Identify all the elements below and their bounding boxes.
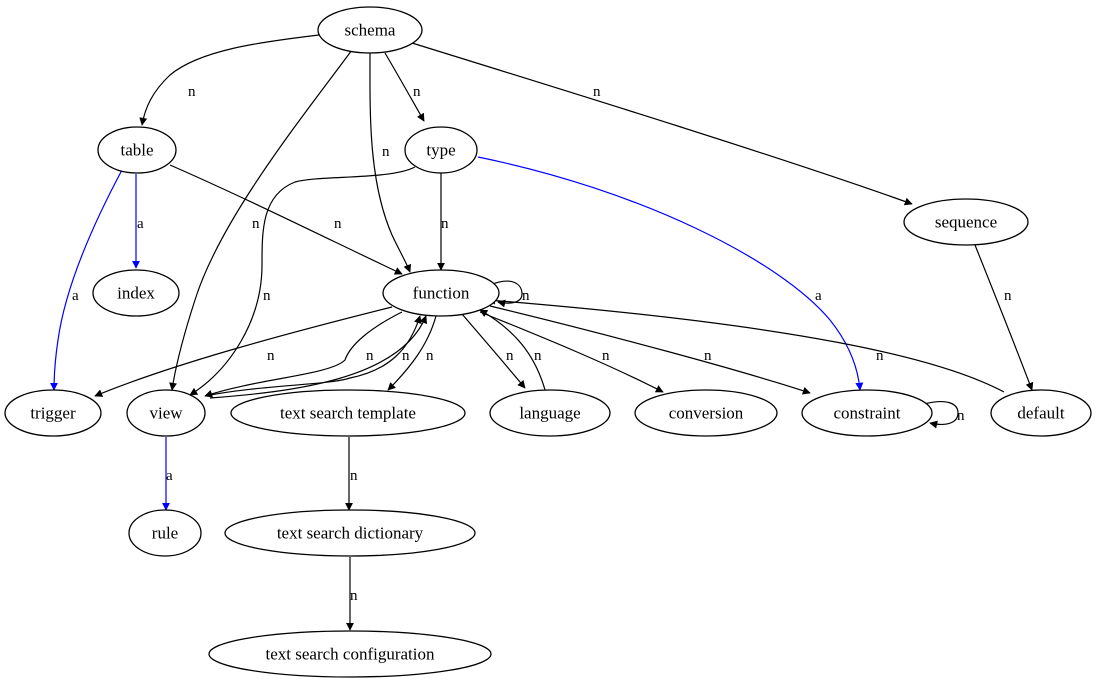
label-dictionary-configuration: n [350, 588, 358, 604]
label-schema-sequence: n [593, 84, 601, 100]
node-text-search-dictionary-label: text search dictionary [277, 524, 424, 543]
label-sequence-default: n [1004, 288, 1012, 304]
edges [50, 34, 1034, 631]
node-trigger-label: trigger [30, 404, 76, 423]
node-schema[interactable]: schema [317, 6, 423, 54]
node-constraint[interactable]: constraint [801, 389, 933, 437]
node-table[interactable]: table [97, 126, 177, 174]
node-type[interactable]: type [404, 126, 478, 174]
edge-table-trigger [50, 169, 123, 391]
label-view-function: n [402, 348, 410, 364]
edge-function-view [204, 311, 403, 398]
label-constraint-self: n [957, 408, 965, 424]
label-function-trigger: n [267, 348, 275, 364]
label-view-rule: a [166, 468, 173, 484]
label-type-function: n [441, 216, 449, 232]
node-text-search-template-label: text search template [280, 404, 416, 423]
edge-function-self [489, 280, 523, 308]
label-function-view: n [366, 348, 374, 364]
node-language-label: language [519, 404, 580, 423]
edge-schema-sequence [411, 42, 913, 206]
edge-schema-view [169, 49, 353, 391]
edge-view-function-alt [209, 315, 427, 399]
node-type-label: type [426, 141, 455, 160]
label-template-dictionary: n [350, 468, 358, 484]
node-language[interactable]: language [489, 389, 611, 437]
edge-schema-table [139, 34, 320, 126]
node-sequence[interactable]: sequence [903, 198, 1029, 246]
node-table-label: table [120, 141, 153, 160]
node-default[interactable]: default [990, 389, 1092, 437]
label-language-function: n [534, 348, 542, 364]
edge-function-constraint [489, 305, 811, 395]
node-view-label: view [149, 404, 183, 423]
nodes: schema table type sequence index functio… [4, 6, 1092, 678]
label-schema-table: n [188, 84, 196, 100]
node-trigger[interactable]: trigger [4, 389, 102, 437]
edge-default-function [487, 296, 1005, 393]
node-rule[interactable]: rule [128, 509, 202, 557]
node-view[interactable]: view [126, 389, 206, 437]
label-function-constraint: n [704, 348, 712, 364]
node-schema-label: schema [345, 21, 396, 40]
node-default-label: default [1017, 404, 1064, 423]
label-schema-view: n [252, 216, 260, 232]
label-function-self: n [522, 288, 530, 304]
node-text-search-dictionary[interactable]: text search dictionary [224, 509, 476, 557]
node-text-search-configuration[interactable]: text search configuration [208, 630, 492, 678]
edge-function-language [461, 313, 526, 389]
edge-function-text-search-template [387, 315, 437, 391]
edge-table-function [169, 164, 403, 275]
edge-type-constraint [477, 156, 864, 391]
node-constraint-label: constraint [833, 404, 900, 423]
edge-function-conversion [479, 311, 664, 393]
label-default-function: n [876, 348, 884, 364]
node-text-search-configuration-label: text search configuration [266, 645, 435, 664]
label-type-constraint: a [815, 288, 822, 304]
label-schema-type: n [413, 84, 421, 100]
node-function[interactable]: function [382, 269, 500, 317]
label-schema-function: n [382, 144, 390, 160]
node-text-search-template[interactable]: text search template [230, 389, 466, 437]
node-conversion-label: conversion [669, 404, 744, 423]
node-sequence-label: sequence [935, 213, 997, 232]
label-table-trigger: a [72, 288, 79, 304]
edge-constraint-self [923, 401, 959, 429]
edge-type-view [189, 166, 416, 396]
node-rule-label: rule [152, 524, 178, 543]
edge-sequence-default [974, 244, 1034, 391]
label-type-view: n [263, 288, 271, 304]
label-table-index: a [137, 216, 144, 232]
node-conversion[interactable]: conversion [634, 389, 778, 437]
edge-schema-type [384, 52, 425, 122]
edge-function-trigger [94, 306, 393, 397]
node-function-label: function [413, 284, 470, 303]
node-index-label: index [117, 284, 155, 303]
edge-labels: n n n n n a a n n n a n n n n n n n n n … [72, 84, 1012, 604]
label-function-language: n [506, 348, 514, 364]
node-index[interactable]: index [92, 269, 180, 317]
label-table-function: n [334, 216, 342, 232]
label-function-text-search-template: n [426, 348, 434, 364]
edge-schema-function [369, 52, 412, 273]
label-function-conversion: n [602, 348, 610, 364]
